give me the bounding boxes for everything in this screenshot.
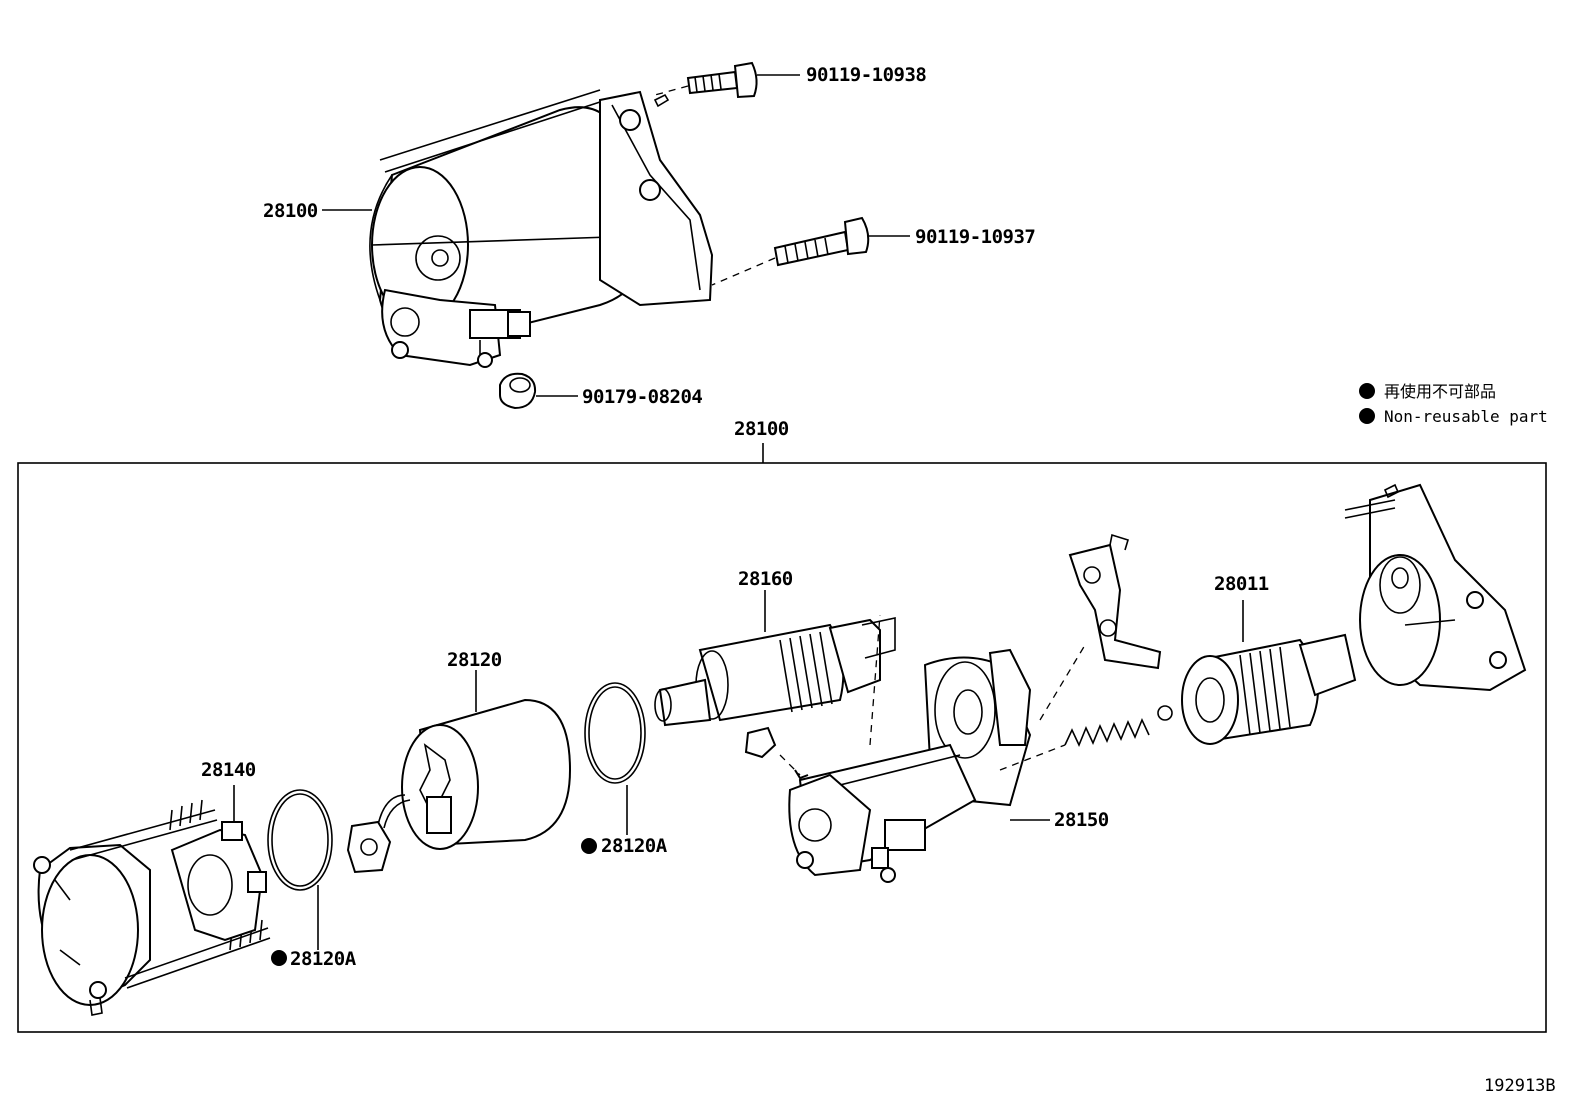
label-90119-10938: 90119-10938 bbox=[806, 64, 926, 86]
legend: 再使用不可部品 Non-reusable part bbox=[1359, 382, 1548, 426]
lever-bracket-drawing bbox=[1068, 533, 1162, 670]
figure-id: 192913B bbox=[1484, 1076, 1556, 1096]
legend-text-en: Non-reusable part bbox=[1384, 407, 1548, 426]
drive-housing-drawing bbox=[1344, 483, 1527, 692]
label-28120: 28120 bbox=[447, 649, 502, 671]
bolt-90119-10937-drawing bbox=[711, 216, 910, 286]
oring-left-drawing bbox=[267, 789, 333, 950]
legend-marker-jp bbox=[1359, 383, 1375, 399]
armature-28160-drawing bbox=[654, 590, 896, 759]
exploded-view-frame bbox=[17, 462, 1547, 1033]
starter-assembly-drawing bbox=[369, 89, 714, 368]
label-28140: 28140 bbox=[201, 759, 256, 781]
legend-marker-en bbox=[1359, 408, 1375, 424]
housing-28150-drawing bbox=[779, 614, 1086, 883]
nut-90179-08204-drawing bbox=[499, 372, 578, 410]
yoke-28120-drawing bbox=[346, 670, 572, 874]
label-28150: 28150 bbox=[1054, 809, 1109, 831]
label-90119-10937: 90119-10937 bbox=[915, 226, 1035, 248]
label-28160: 28160 bbox=[738, 568, 793, 590]
label-28120A-mid: 28120A bbox=[601, 835, 668, 857]
clutch-28011-drawing bbox=[1181, 600, 1357, 745]
label-28100-box: 28100 bbox=[734, 418, 789, 440]
end-frame-28140-drawing bbox=[33, 785, 271, 1016]
label-28100-top: 28100 bbox=[263, 200, 318, 222]
label-90179-08204: 90179-08204 bbox=[582, 386, 702, 408]
label-28120A-left: 28120A bbox=[290, 948, 357, 970]
oring-mid-drawing bbox=[584, 682, 646, 835]
bolt-90119-10938-drawing bbox=[654, 61, 800, 99]
non-reusable-marker-left bbox=[271, 950, 287, 966]
legend-text-jp: 再使用不可部品 bbox=[1384, 382, 1496, 401]
spring-and-ball-drawing bbox=[1064, 705, 1173, 747]
label-28011: 28011 bbox=[1214, 573, 1269, 595]
non-reusable-marker-mid bbox=[581, 838, 597, 854]
